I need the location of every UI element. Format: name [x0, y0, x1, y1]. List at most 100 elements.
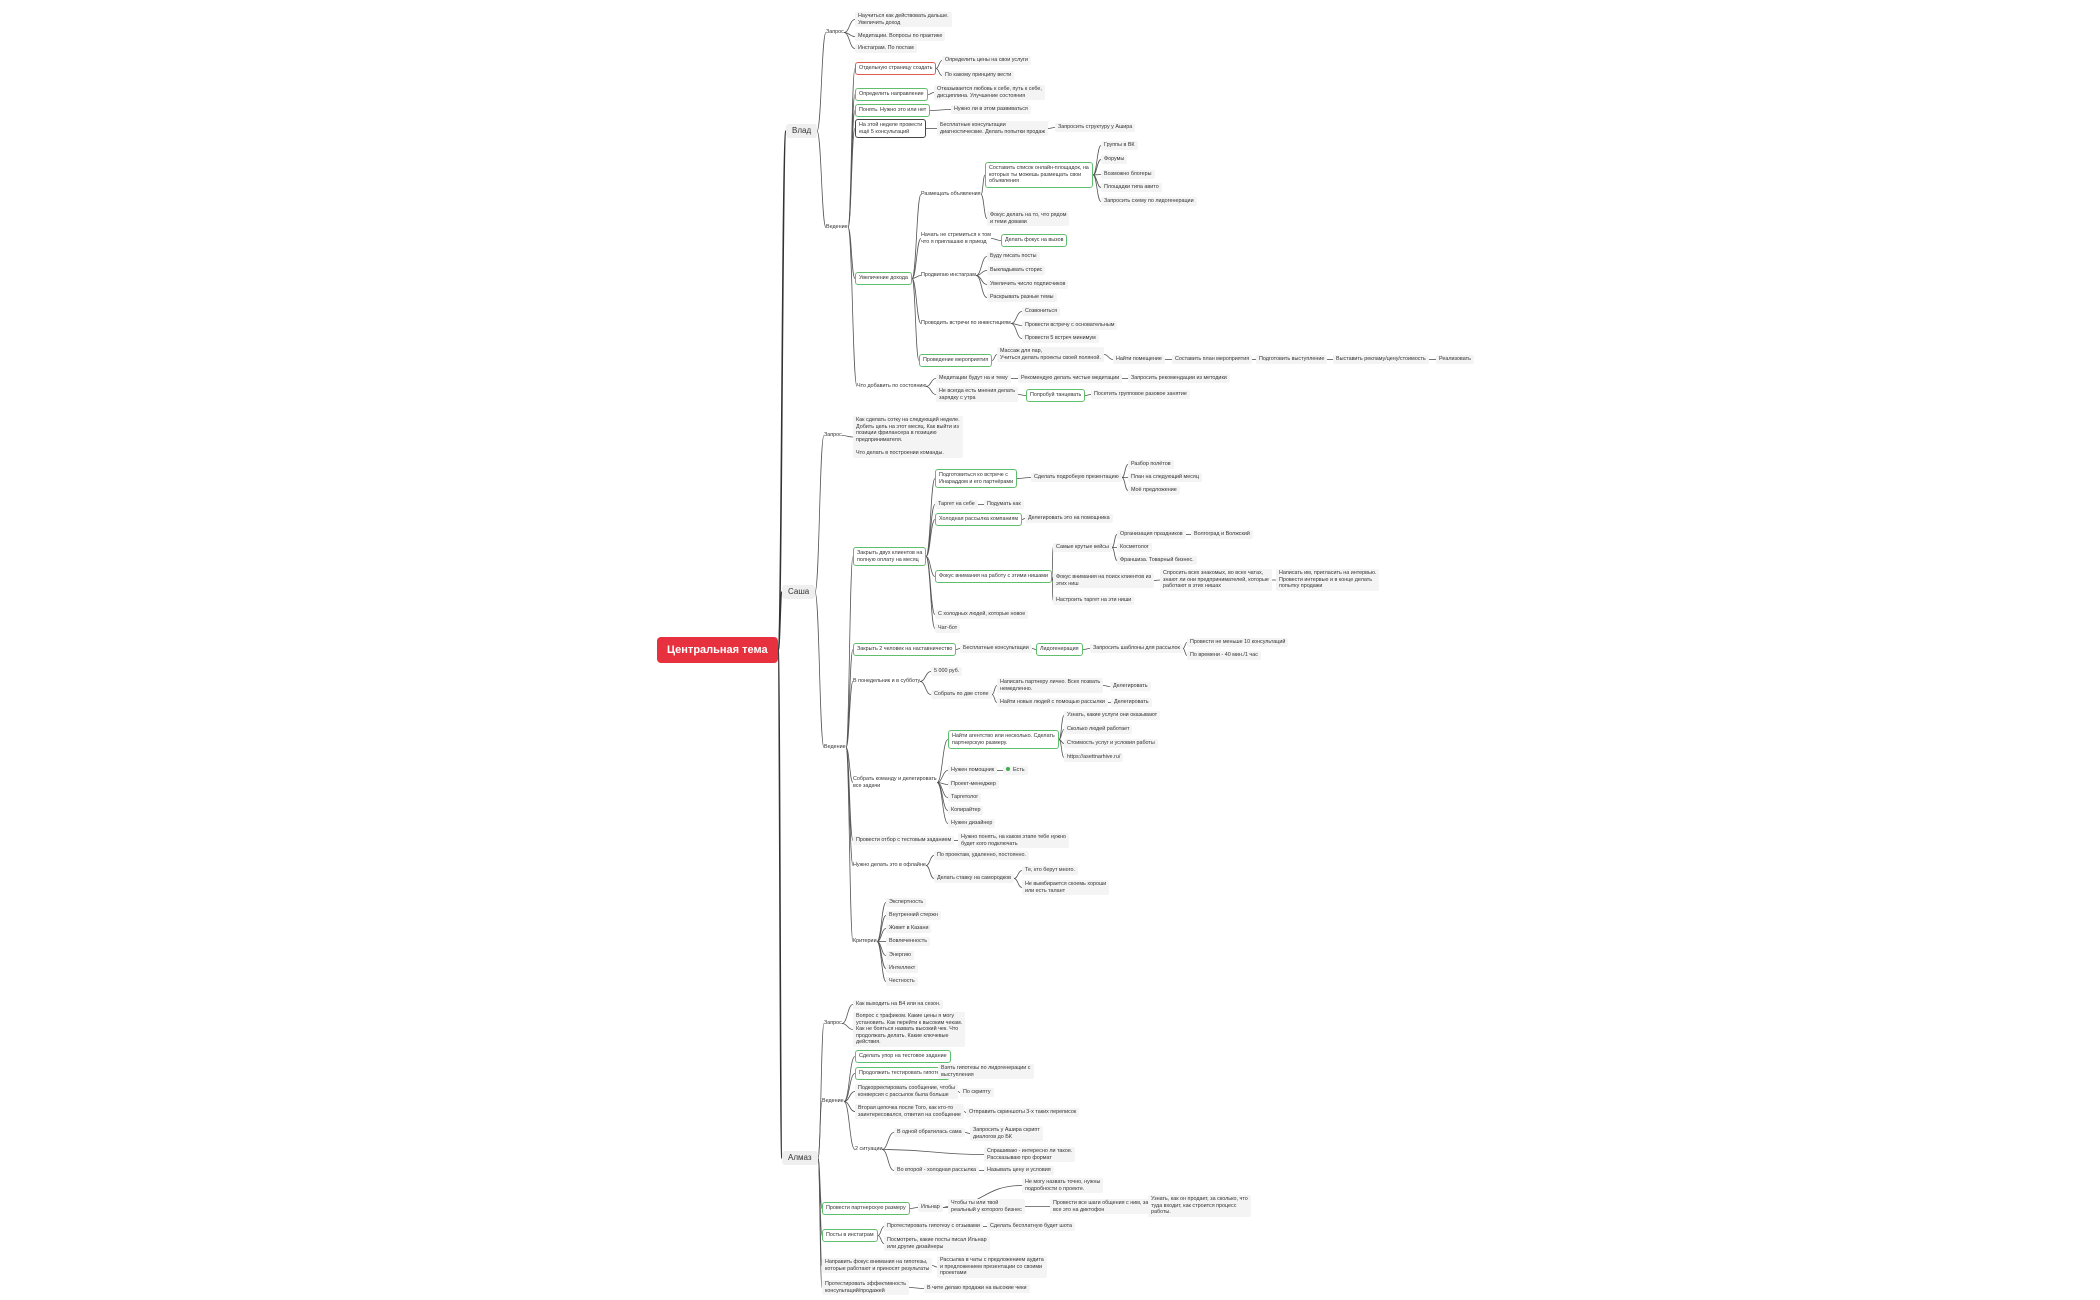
sasha-k1d1[interactable]: Самые крутые кейсы	[1053, 543, 1112, 552]
sasha-k4b[interactable]: Нужен помощник	[948, 766, 998, 775]
sasha-k6b[interactable]: Делать ставку на самородков	[934, 874, 1015, 883]
sasha-k5a[interactable]: Нужно понять, на каком этапе тебе нужно …	[958, 833, 1070, 849]
sasha-k5[interactable]: Провести отбор с тестовым заданием	[853, 836, 955, 845]
sasha-k1b1[interactable]: Подумать как	[984, 500, 1024, 509]
vlad-r5[interactable]: Проведение мероприятия	[919, 354, 993, 367]
sasha-k1[interactable]: Закрыть двух клиентов на полную оплату н…	[853, 547, 927, 567]
sasha-k1d[interactable]: Фокус внимания на работу с этими нишами	[935, 570, 1053, 583]
sasha-k4e[interactable]: Копирайтер	[948, 806, 984, 815]
vlad-r3a[interactable]: Буду писать посты	[987, 252, 1040, 261]
sasha-k4c[interactable]: Проект-менеджер	[948, 780, 999, 789]
sasha-k4d[interactable]: Таргетолог	[948, 793, 982, 802]
vlad-r1a1[interactable]: Группы в ВК	[1101, 141, 1138, 150]
sasha-k4a4[interactable]: https://asettnarhive.ru/	[1064, 753, 1124, 762]
sasha-vedenie[interactable]: Ведение	[824, 744, 846, 750]
almaz-a3a[interactable]: По скрипту	[960, 1088, 994, 1097]
vlad-r5d[interactable]: Подготовить выступление	[1256, 355, 1328, 364]
vlad-a4c2[interactable]: Запросить структуру у Ашира	[1055, 123, 1136, 132]
vlad-s1a2[interactable]: Запросить рекомендации из методики	[1128, 374, 1230, 383]
vlad-dohod[interactable]: Увеличение дохода	[855, 272, 912, 285]
vlad-r3d[interactable]: Раскрывать разные темы	[987, 293, 1057, 302]
almaz-a2a[interactable]: Взять гипотезы по лидогенерации с выступ…	[938, 1064, 1034, 1080]
vlad-s1b2[interactable]: Посетить групповое разовое занятие	[1091, 390, 1190, 399]
vlad-z1[interactable]: Научиться как действовать дальше. Увелич…	[855, 12, 952, 28]
vlad-a3c1[interactable]: Нужно ли в этом развиваться	[951, 105, 1031, 114]
central-topic[interactable]: Центральная тема	[657, 637, 778, 663]
almaz-p3[interactable]: Направить фокус внимания на гипотезы, ко…	[822, 1258, 933, 1274]
almaz-a2[interactable]: Продолжить тестировать гипотезы	[855, 1067, 950, 1080]
sasha-k6[interactable]: Нужно делать это в офлайне	[853, 862, 926, 868]
sasha-k3b[interactable]: Собрать по две стопе	[931, 690, 992, 699]
sasha-k1f[interactable]: Чат-бот	[935, 624, 961, 633]
sasha-k1c[interactable]: Холодная рассылка компаниям	[935, 513, 1023, 526]
vlad-r2a[interactable]: Делать фокус на вызов	[1001, 234, 1068, 247]
almaz-a5a[interactable]: В одной обратилась сама	[894, 1128, 965, 1137]
sasha-k4f[interactable]: Нужен дизайнер	[948, 819, 996, 828]
sasha-k4a2[interactable]: Сколько людей работает	[1064, 725, 1133, 734]
sasha-k1d1b[interactable]: Косметолог	[1117, 543, 1152, 552]
vlad-s1a[interactable]: Медитации будут на и тему	[936, 374, 1011, 383]
vlad-r1a2[interactable]: Форумы	[1101, 155, 1128, 164]
vlad-r5e[interactable]: Выставить рекламу/цену/стоимость	[1333, 355, 1429, 364]
vlad-r4[interactable]: Проводить встречи по инвестициям	[921, 320, 1011, 326]
vlad-r1[interactable]: Размещать объявления	[921, 191, 981, 197]
almaz-a4[interactable]: Вторая цепочка после Того, как кто-то за…	[855, 1104, 964, 1120]
vlad-r4a[interactable]: Созвониться	[1022, 307, 1060, 316]
almaz-p1a3[interactable]: Узнать, как он продает, за сколько, что …	[1148, 1195, 1251, 1217]
sasha-k1c1[interactable]: Делегировать это на помощника	[1025, 514, 1113, 523]
vlad-a1[interactable]: Отдельную страницу создать	[855, 62, 937, 75]
almaz-a5b1[interactable]: Называть цену и условия	[984, 1166, 1054, 1175]
vlad-r5a[interactable]: Массаж для пар, Учиться делать проекты с…	[997, 347, 1104, 363]
sasha-k3b2[interactable]: Найти новых людей с помощью рассылки	[997, 698, 1108, 707]
vlad-r4b[interactable]: Провести встречу с основательным	[1022, 321, 1118, 330]
almaz-p1[interactable]: Провести партнерскую размеру	[822, 1202, 910, 1215]
sasha-k4[interactable]: Собрать команду и делегировать все задач…	[853, 776, 937, 789]
almaz-p2a1[interactable]: Сделать бесплатную будет шота	[987, 1222, 1076, 1231]
sasha-k2c2[interactable]: По времени - 40 мин./1 час	[1187, 651, 1261, 660]
vlad-s1b[interactable]: Не всегда есть мнения делать зарядку с у…	[936, 387, 1019, 403]
almaz-z2[interactable]: Вопрос с трафиком. Какие цены я могу уст…	[853, 1012, 966, 1047]
sasha-k1d2a[interactable]: Спросить всех знакомых, во всех чатах, з…	[1160, 569, 1272, 591]
sasha-k7e[interactable]: Энергию	[886, 951, 914, 960]
sasha-k7[interactable]: Критерии	[853, 938, 877, 944]
almaz-z1[interactable]: Как выходить на B4 или на сезон.	[853, 1000, 944, 1009]
vlad-a4c1[interactable]: Бесплатные консультации диагностические.…	[937, 121, 1048, 137]
vlad-r5f[interactable]: Реализовать	[1436, 355, 1474, 364]
vlad-r4c[interactable]: Провести 5 встреч минимум	[1022, 334, 1099, 343]
almaz-p2a[interactable]: Протестировать гипотезу с отзывами	[884, 1222, 983, 1231]
vlad-r1b[interactable]: Фокус делать на то, что рядом и теми дов…	[987, 211, 1070, 227]
vlad-r3[interactable]: Продвигаю инстаграм	[921, 272, 976, 278]
almaz-vedenie[interactable]: Ведение	[822, 1098, 844, 1104]
sasha-k1a[interactable]: Подготовиться ко встрече с Инараддом и е…	[935, 469, 1018, 489]
sasha-k4a3[interactable]: Стоимость услуг и условия работы	[1064, 739, 1158, 748]
sasha-k7g[interactable]: Честность	[886, 977, 918, 986]
sasha-k1d1c[interactable]: Франшиза. Товарный бизнес.	[1117, 556, 1197, 565]
vlad-a2[interactable]: Определить направление	[855, 88, 928, 101]
almaz-a5b[interactable]: Во второй - холодная рассылка	[894, 1166, 980, 1175]
sasha-k3b1a[interactable]: Делегировать	[1110, 682, 1151, 691]
almaz-p1a1[interactable]: Чтобы ты или твой реальный у которого би…	[948, 1199, 1025, 1215]
vlad-r3c[interactable]: Увеличить число подписчиков	[987, 280, 1069, 289]
sasha-k1d1a[interactable]: Организация праздников	[1117, 530, 1186, 539]
sasha-zapros[interactable]: Запрос	[824, 432, 842, 438]
sasha-k3[interactable]: В понедельник и в субботу	[853, 678, 921, 684]
sasha-k3a[interactable]: 5 000 руб.	[931, 667, 963, 676]
vlad-r5c[interactable]: Составить план мероприятия	[1172, 355, 1253, 364]
sasha-k2c1[interactable]: Провести не меньше 10 консультаций	[1187, 638, 1289, 647]
vlad-z3[interactable]: Инстаграм. По постам	[855, 44, 917, 53]
almaz-p4a[interactable]: В чите делаю продажи на высокие чеки	[924, 1284, 1030, 1293]
almaz-a5a1[interactable]: Запросить у Ашира скрипт диалогов до БК	[970, 1126, 1043, 1142]
almaz-p1a2[interactable]: Провести все шаги общения с ним, записал…	[1050, 1199, 1167, 1215]
vlad-a1c1[interactable]: Определить цены на свои услуги	[942, 56, 1031, 65]
sasha-k1d2b[interactable]: Написать им, пригласить на интервью. Про…	[1276, 569, 1380, 591]
sasha-k7d[interactable]: Вовлеченность	[886, 937, 931, 946]
sasha-k7a[interactable]: Экспертность	[886, 898, 927, 907]
sasha-k1d1a1[interactable]: Волгоград и Волжский	[1191, 530, 1253, 539]
vlad-a4[interactable]: На этой неделе провести ещё 5 консультац…	[855, 119, 927, 139]
vlad-r3b[interactable]: Выкладывать сторис	[987, 266, 1046, 275]
sasha-z1[interactable]: Как сделать сотку на следующий неделе. Д…	[853, 416, 963, 458]
sasha-k6b2[interactable]: Не вымбирается скоемь хороши или есть та…	[1022, 880, 1110, 896]
branch-vlad[interactable]: Влад	[786, 124, 818, 138]
almaz-a5[interactable]: 2 ситуации	[855, 1146, 883, 1152]
sasha-k7c[interactable]: Живет в Казани	[886, 924, 932, 933]
